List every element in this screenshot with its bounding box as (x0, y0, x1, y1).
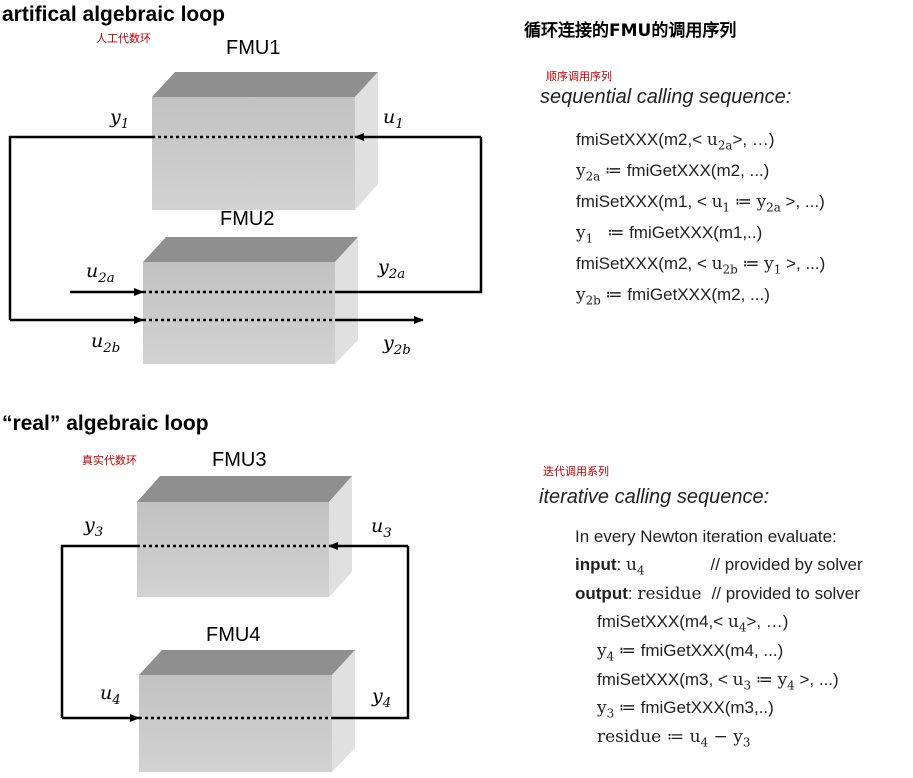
fmu3-box (137, 476, 352, 597)
fmu2-label: FMU2 (220, 208, 275, 230)
fmu3-label: FMU3 (212, 449, 267, 471)
sequential-cn-note: 顺序调用序列 (546, 70, 612, 83)
y3-label: y3 (84, 514, 104, 540)
seq-line-6: y2b ≔ fmiGetXXX(m2, ...) (576, 285, 770, 308)
u1-label: u1 (383, 106, 404, 132)
y4-label: y4 (372, 685, 392, 711)
top-loop-wires (8, 133, 483, 324)
output-line: output: residue// provided to solver (575, 584, 860, 604)
u4-label: u4 (100, 682, 121, 708)
bottom-loop-title: “real” algebraic loop (2, 412, 209, 435)
iterative-cn-note: 迭代调用系列 (543, 465, 609, 478)
iter-line-2: y4 ≔ fmiGetXXX(m4, ...) (597, 641, 784, 664)
input-line: input: u4// provided by solver (575, 555, 863, 578)
bottom-loop-wires (60, 542, 410, 722)
iterative-heading: iterative calling sequence: (539, 486, 770, 508)
fmu1-box (152, 72, 378, 210)
u2b-label: u2b (91, 330, 121, 356)
bottom-internal-dotted (137, 544, 332, 720)
iter-line-1: fmiSetXXX(m4,< u4>, …) (597, 612, 789, 635)
seq-line-4: y1 ≔ fmiGetXXX(m1,..) (576, 223, 763, 246)
sequential-heading: sequential calling sequence: (540, 86, 792, 108)
top-loop-title: artifical algebraic loop (2, 3, 225, 26)
seq-line-5: fmiSetXXX(m2, < u2b ≔ y1 >, ...) (576, 254, 826, 277)
residue-line: residue ≔ u4 − y3 (597, 727, 751, 750)
iter-line-3: fmiSetXXX(m3, < u3 ≔ y4 >, ...) (597, 670, 839, 693)
iter-line-4: y3 ≔ fmiGetXXX(m3,..) (597, 698, 774, 721)
top-internal-dotted (143, 135, 355, 322)
fmu4-label: FMU4 (206, 624, 261, 646)
y2a-label: y2a (378, 256, 406, 282)
bottom-loop-cn-note: 真实代数环 (82, 454, 137, 467)
seq-line-1: fmiSetXXX(m2,< u2a>, …) (576, 130, 775, 153)
seq-line-3: fmiSetXXX(m1, < u1 ≔ y2a >, ...) (576, 192, 825, 215)
y1-label: y1 (110, 106, 130, 132)
newton-line: In every Newton iteration evaluate: (575, 527, 837, 546)
fmu1-label: FMU1 (226, 37, 281, 59)
top-loop-cn-note: 人工代数环 (96, 32, 151, 45)
fmu2-box (143, 237, 358, 364)
call-sequence-cn-title: 循环连接的FMU的调用序列 (524, 21, 737, 41)
u2a-label: u2a (86, 260, 115, 286)
u3-label: u3 (371, 515, 392, 541)
fmu4-box (139, 650, 355, 772)
y2b-label: y2b (383, 332, 411, 358)
seq-line-2: y2a ≔ fmiGetXXX(m2, ...) (576, 161, 770, 184)
